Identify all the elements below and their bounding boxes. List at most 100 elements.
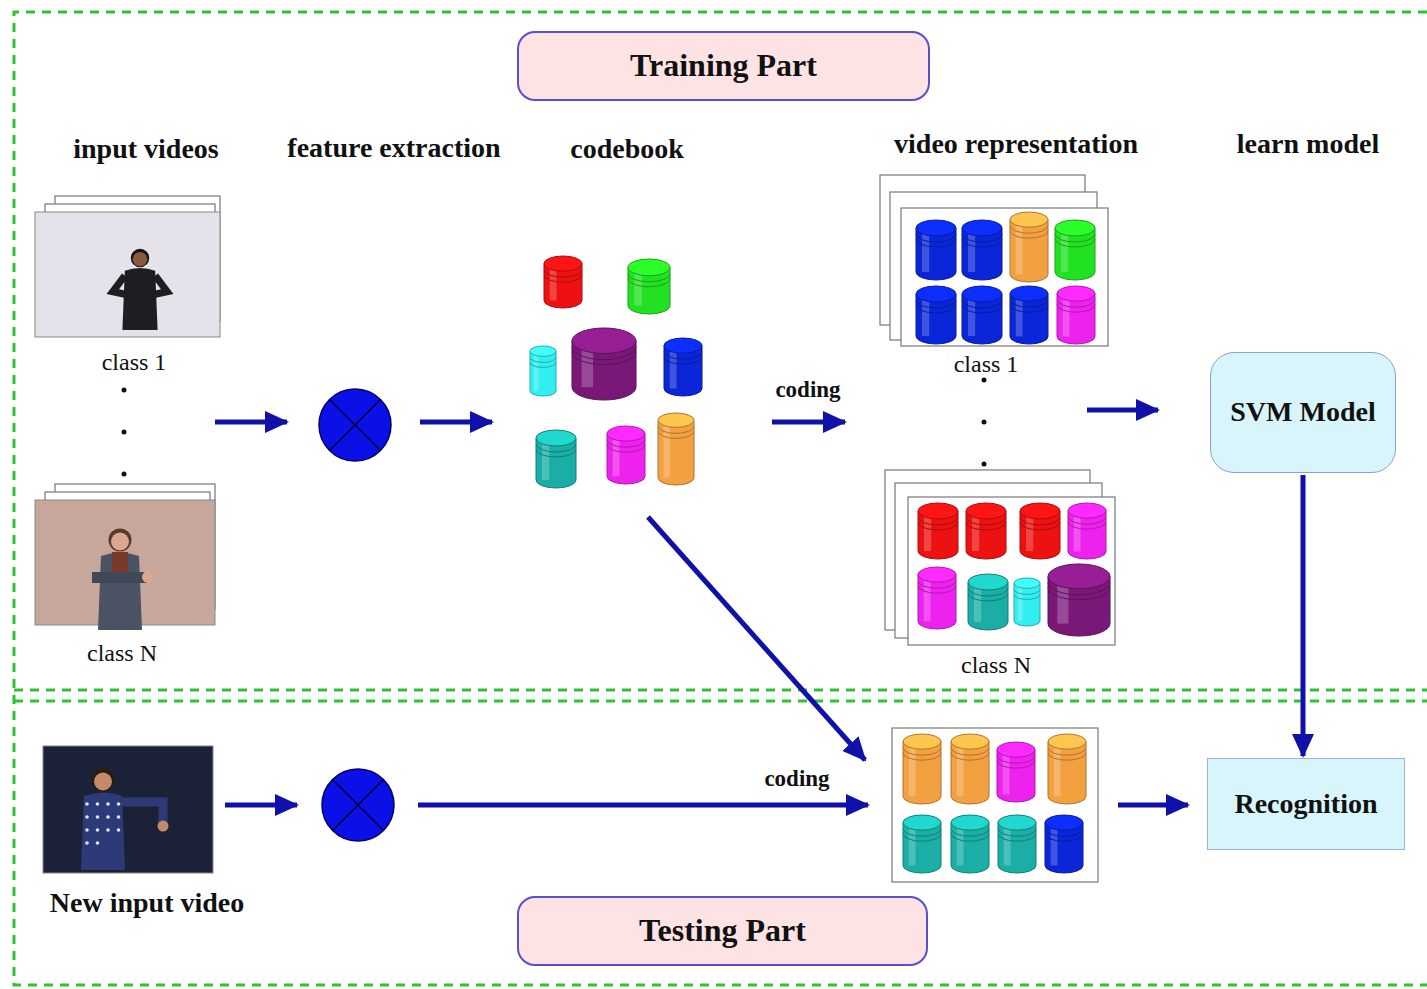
cylinder-shine xyxy=(1016,220,1023,275)
codeword-cylinder xyxy=(1020,503,1060,559)
person-head xyxy=(94,773,112,791)
cylinder-top xyxy=(903,734,941,749)
codeword-cylinder xyxy=(664,338,702,396)
shirt-pattern xyxy=(96,802,100,806)
cylinder-top xyxy=(1048,564,1110,589)
cylinder-stripe xyxy=(1048,587,1110,599)
ellipsis-dot xyxy=(982,378,987,383)
person-body xyxy=(81,793,125,871)
cylinder-shine xyxy=(909,742,916,797)
section-divider xyxy=(14,689,1427,692)
cylinder-stripe xyxy=(1010,300,1048,308)
frame xyxy=(901,208,1108,346)
cylinder-stripe xyxy=(968,593,1008,601)
node-text: SVM Model xyxy=(1230,397,1375,428)
codeword-cylinder xyxy=(536,430,576,488)
shirt-pattern xyxy=(117,828,121,832)
codeword-cylinder xyxy=(572,328,636,400)
symbol-cross xyxy=(333,780,384,831)
person-body xyxy=(122,268,157,330)
person-hand xyxy=(142,571,154,583)
cylinder-top xyxy=(968,574,1008,590)
cylinder-top xyxy=(916,286,956,302)
cylinder-stripe xyxy=(951,834,989,842)
person-hair xyxy=(92,769,115,792)
codeword-cylinder xyxy=(1010,212,1048,282)
symbol-cross xyxy=(330,400,381,451)
codeword-cylinder xyxy=(1014,578,1040,626)
cylinder-shine xyxy=(663,420,669,478)
cylinder-stripe xyxy=(1048,582,1110,594)
cylinder-body xyxy=(1010,220,1048,282)
codeword-cylinder xyxy=(530,346,556,396)
symbol-circle xyxy=(319,389,391,461)
column-heading: input videos xyxy=(73,134,219,165)
codeword-cylinder xyxy=(1048,734,1086,804)
person-scarf xyxy=(112,552,128,572)
symbol-circle xyxy=(322,769,394,841)
codeword-cylinder xyxy=(903,734,941,804)
cylinder-stripe xyxy=(607,445,645,453)
arrow-label: coding xyxy=(775,377,840,402)
shirt-pattern xyxy=(85,802,89,806)
column-heading: learn model xyxy=(1237,129,1379,160)
codeword-cylinder xyxy=(628,259,670,314)
cylinder-stripe xyxy=(997,761,1035,769)
shirt-pattern xyxy=(96,828,100,832)
ellipsis-dot xyxy=(122,472,127,477)
cylinder-top xyxy=(1045,815,1083,830)
cylinder-stripe xyxy=(918,522,958,530)
codeword-cylinder xyxy=(658,413,694,485)
cylinder-stripe xyxy=(1014,589,1040,594)
shirt-pattern xyxy=(106,815,110,819)
cylinder-stripe xyxy=(962,234,1002,242)
cylinder-top xyxy=(951,734,989,749)
person-figure xyxy=(113,249,167,330)
codeword-cylinder xyxy=(918,567,956,629)
column-heading: feature extraction xyxy=(287,133,500,164)
cylinder-stripe xyxy=(1057,305,1095,313)
cylinder-stripe xyxy=(998,834,1036,842)
codeword-cylinder xyxy=(544,256,582,308)
person-body xyxy=(98,553,142,631)
cylinder-stripe xyxy=(530,362,556,367)
cylinder-stripe xyxy=(536,444,576,452)
frame xyxy=(892,728,1098,882)
cylinder-stripe xyxy=(962,300,1002,308)
ellipsis-dot xyxy=(982,420,987,425)
cylinder-body xyxy=(903,742,941,804)
codeword-cylinder xyxy=(962,220,1002,280)
cylinder-stripe xyxy=(1020,517,1060,525)
codeword-cylinder xyxy=(1068,503,1106,559)
cylinder-body xyxy=(658,420,694,485)
cylinder-top xyxy=(1010,212,1048,227)
cylinder-body xyxy=(1014,583,1040,626)
feature-extraction-symbol xyxy=(319,389,391,461)
person-hand xyxy=(158,821,169,832)
cylinder-stripe xyxy=(1048,753,1086,761)
codeword-cylinder xyxy=(962,286,1002,344)
codeword-cylinder xyxy=(916,220,956,280)
cylinder-stripe xyxy=(658,431,694,438)
cylinder-stripe xyxy=(1010,231,1048,239)
cylinder-stripe xyxy=(1068,522,1106,530)
cylinder-top xyxy=(966,503,1006,519)
section-border xyxy=(14,12,1427,985)
codeword-cylinder xyxy=(1010,286,1048,344)
cylinder-stripe xyxy=(918,581,956,589)
flow-arrow xyxy=(1118,803,1188,808)
cylinder-stripe xyxy=(572,352,636,365)
cylinder-top xyxy=(1020,503,1060,519)
cylinder-stripe xyxy=(951,829,989,837)
codeword-cylinder xyxy=(951,734,989,804)
class-label: class N xyxy=(961,652,1031,678)
cylinder-stripe xyxy=(918,517,958,525)
feature-extraction-symbol xyxy=(322,769,394,841)
cylinder-body xyxy=(530,351,556,396)
cylinder-top xyxy=(544,256,582,271)
process-box: Recognition xyxy=(1207,758,1405,850)
cylinder-top xyxy=(628,259,670,276)
flow-arrow xyxy=(772,420,845,425)
cylinder-stripe xyxy=(628,278,670,286)
